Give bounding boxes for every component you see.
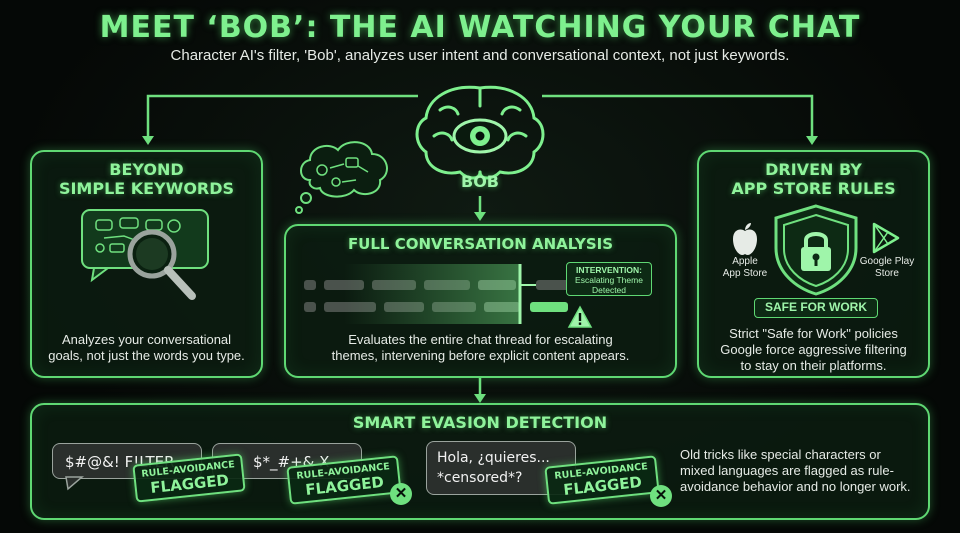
panel-desc-line2: themes, intervening before explicit cont… [331,348,630,363]
evasion-desc-line2: mixed languages are flagged as rule- [680,463,894,478]
evasion-desc-line1: Old tricks like special characters or [680,447,881,462]
google-play-icon [872,222,900,254]
google-play-label-line2: Store [875,268,899,279]
intervention-line2: Escalating Theme [575,275,643,285]
panel-title-line1: DRIVEN BY [765,160,862,179]
panel-desc-line1: Analyzes your conversational [61,332,232,347]
intervention-line3: Detected [591,285,627,295]
panel-title-line2: APP STORE RULES [731,179,896,198]
panel-title: SMART EVASION DETECTION [352,413,608,432]
panel-app-store-rules: DRIVEN BY APP STORE RULES Apple App Stor… [697,150,930,378]
apple-store-label-line1: Apple [732,256,758,267]
panel-desc-line2: goals, not just the words you type. [48,348,245,363]
panel-desc-line1: Strict "Safe for Work" policies [729,326,898,341]
chat-bubble-symbols: $#@&! F!LTER [52,443,202,479]
panel-title: FULL CONVERSATION ANALYSIS [347,235,614,253]
safe-for-work-badge: SAFE FOR WORK [754,298,878,318]
warning-icon [567,305,593,328]
intervention-badge: INTERVENTION: Escalating Theme Detected [566,262,652,296]
apple-logo-icon [733,223,757,255]
magnifier-chat-icon [81,209,209,300]
panel-title-line2: SIMPLE KEYWORDS [58,179,235,198]
bob-label: BOB [461,172,499,191]
bubble-tail [65,476,85,491]
chat-thread-visual [304,264,576,324]
chat-bubble-text-line1: Hola, ¿quieres... [437,450,550,466]
panel-title-line1: BEYOND [109,160,184,179]
panel-evasion-detection: SMART EVASION DETECTION $#@&! F!LTER $*_… [30,403,930,520]
page-subtitle: Character AI's filter, 'Bob', analyzes u… [170,47,790,64]
intervention-line1: INTERVENTION: [576,265,642,275]
panel-desc-line2: Google force aggressive filtering [720,342,907,357]
reject-x-icon: ✕ [650,485,672,507]
panel-beyond-keywords: BEYOND SIMPLE KEYWORDS Analyzes your con… [30,150,263,378]
apple-store-label-line2: App Store [722,268,768,279]
google-play-label-line1: Google Play [859,256,915,267]
page-title: MEET ‘BOB’: THE AI WATCHING YOUR CHAT [99,10,861,45]
brain-icon [415,85,545,180]
panel-conversation-analysis: FULL CONVERSATION ANALYSIS INTERVENTION:… [284,224,677,378]
panel-desc-line3: to stay on their platforms. [740,358,887,373]
shield-lock-icon [774,204,858,296]
evasion-desc-line3: avoidance behavior and no longer work. [680,479,911,494]
reject-x-icon: ✕ [390,483,412,505]
panel-desc-line1: Evaluates the entire chat thread for esc… [348,332,613,347]
chat-bubble-text-line2: *censored*? [437,470,523,486]
thought-cloud-icon [295,141,388,214]
